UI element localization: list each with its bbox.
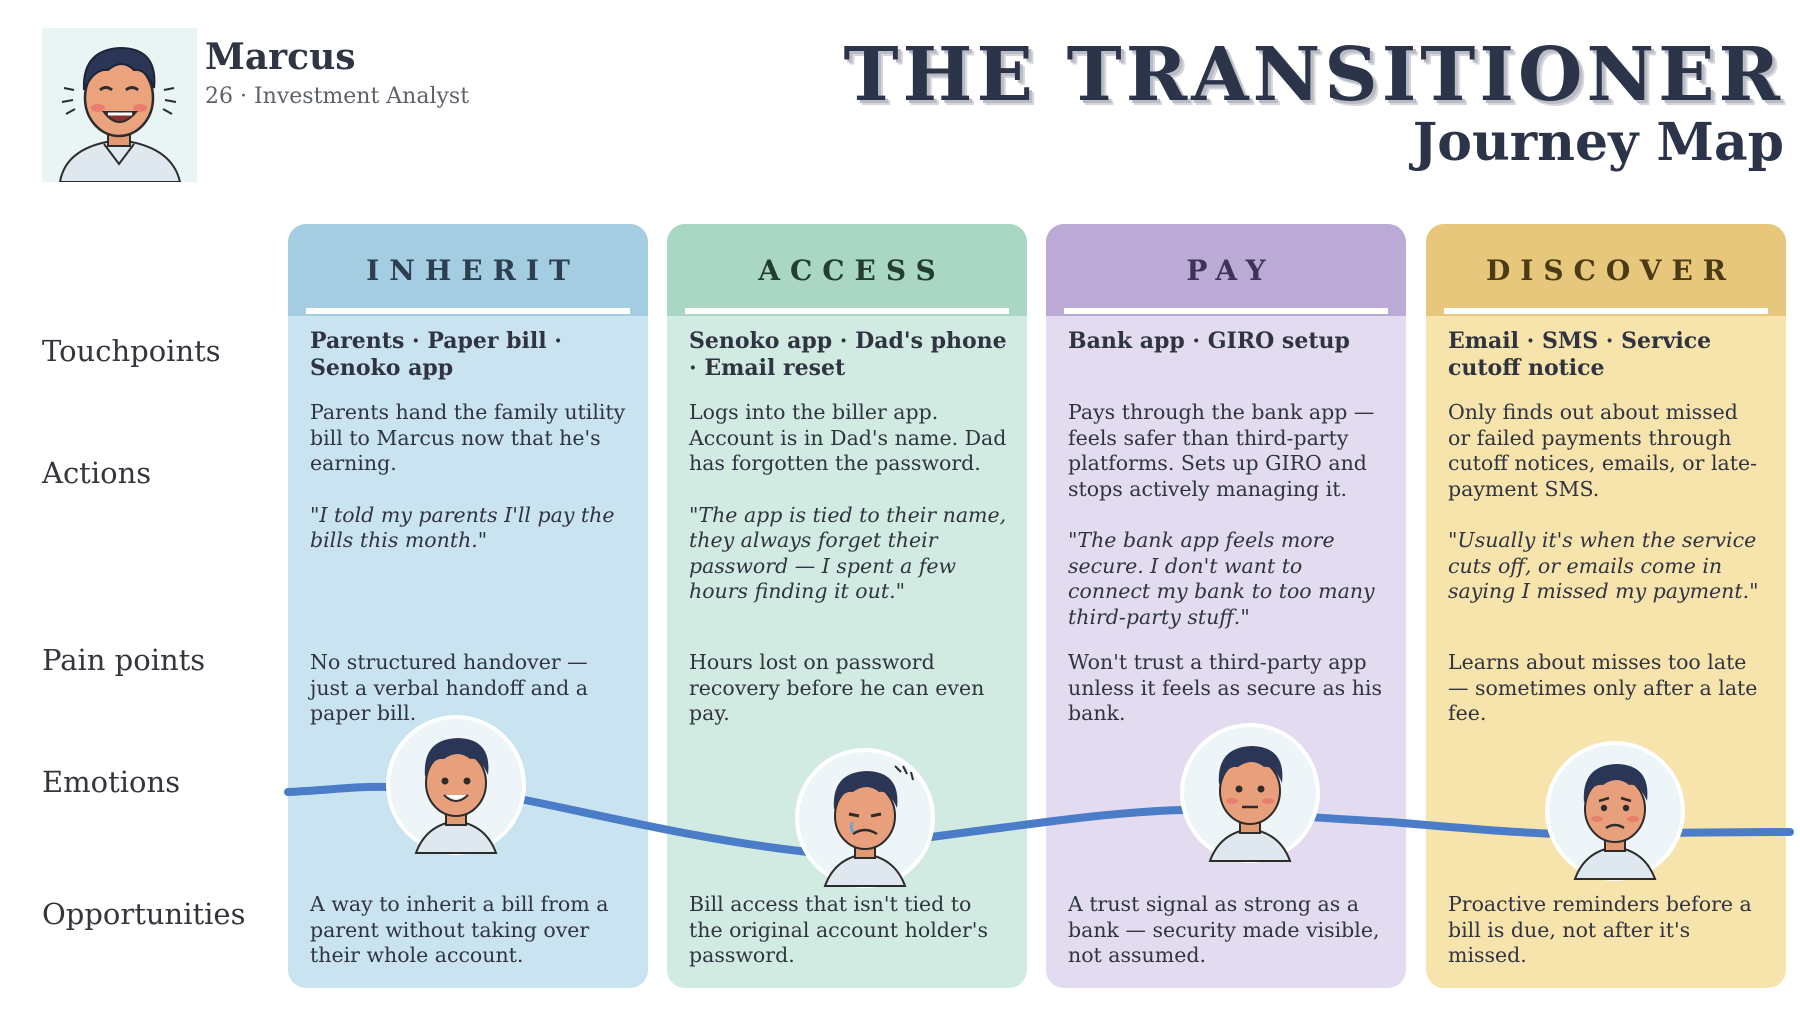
row-label-touchpoints: Touchpoints (42, 334, 221, 368)
stage-quote: "I told my parents I'll pay the bills th… (310, 502, 615, 553)
stage-action-text: Logs into the biller app. Account is in … (689, 400, 1007, 475)
row-label-emotions: Emotions (42, 765, 181, 799)
stage-header-divider (1444, 308, 1768, 314)
stage-touchpoints: Parents · Paper bill · Senoko app (310, 328, 562, 381)
stage-pain-point: No structured handover — just a verbal h… (310, 650, 588, 725)
stage-touchpoints: Bank app · GIRO setup (1068, 328, 1350, 354)
stage-actions: Only finds out about missed or failed pa… (1448, 400, 1766, 605)
stage-header-divider (1064, 308, 1388, 314)
row-label-opportunities: Opportunities (42, 897, 246, 931)
stage-opportunity: A way to inherit a bill from a parent wi… (310, 892, 609, 967)
page-title: THE TRANSITIONER (843, 32, 1784, 118)
stage-header-discover: DISCOVER (1426, 224, 1786, 316)
stage-action-text: Only finds out about missed or failed pa… (1448, 400, 1758, 501)
stage-action-text: Pays through the bank app — feels safer … (1068, 400, 1375, 501)
stage-touchpoints: Email · SMS · Service cutoff notice (1448, 328, 1712, 381)
stage-header-access: ACCESS (667, 224, 1027, 316)
stage-actions: Pays through the bank app — feels safer … (1068, 400, 1386, 630)
row-label-actions: Actions (42, 456, 152, 490)
stage-column-inherit: INHERIT Parents · Paper bill · Senoko ap… (288, 224, 648, 988)
stage-column-access: ACCESS Senoko app · Dad's phone · Email … (667, 224, 1027, 988)
stage-column-discover: DISCOVER Email · SMS · Service cutoff no… (1426, 224, 1786, 988)
stage-action-text: Parents hand the family utility bill to … (310, 400, 626, 475)
stage-actions: Parents hand the family utility bill to … (310, 400, 628, 554)
stage-quote: "The app is tied to their name, they alw… (689, 502, 1007, 604)
stage-opportunity: Bill access that isn't tied to the origi… (689, 892, 988, 967)
stage-opportunity: A trust signal as strong as a bank — sec… (1068, 892, 1380, 967)
stage-header-pay: PAY (1046, 224, 1406, 316)
persona-avatar (42, 28, 197, 182)
stage-pain-point: Learns about misses too late — sometimes… (1448, 650, 1758, 725)
stage-pain-point: Hours lost on password recovery before h… (689, 650, 985, 725)
stage-touchpoints: Senoko app · Dad's phone · Email reset (689, 328, 1007, 381)
row-label-pain-points: Pain points (42, 643, 206, 677)
stage-column-pay: PAY Bank app · GIRO setup Pays through t… (1046, 224, 1406, 988)
stage-opportunity: Proactive reminders before a bill is due… (1448, 892, 1752, 967)
stage-header-inherit: INHERIT (288, 224, 648, 316)
stage-pain-point: Won't trust a third-party app unless it … (1068, 650, 1382, 725)
stage-header-divider (685, 308, 1009, 314)
page-subtitle: Journey Map (1412, 112, 1784, 173)
stage-quote: "Usually it's when the service cuts off,… (1448, 528, 1759, 603)
persona-name: Marcus (205, 36, 356, 78)
stage-actions: Logs into the biller app. Account is in … (689, 400, 1007, 605)
persona-avatar-illustration (42, 28, 197, 182)
stage-header-divider (306, 308, 630, 314)
stage-quote: "The bank app feels more secure. I don't… (1068, 528, 1375, 629)
persona-role: 26 · Investment Analyst (205, 84, 470, 109)
